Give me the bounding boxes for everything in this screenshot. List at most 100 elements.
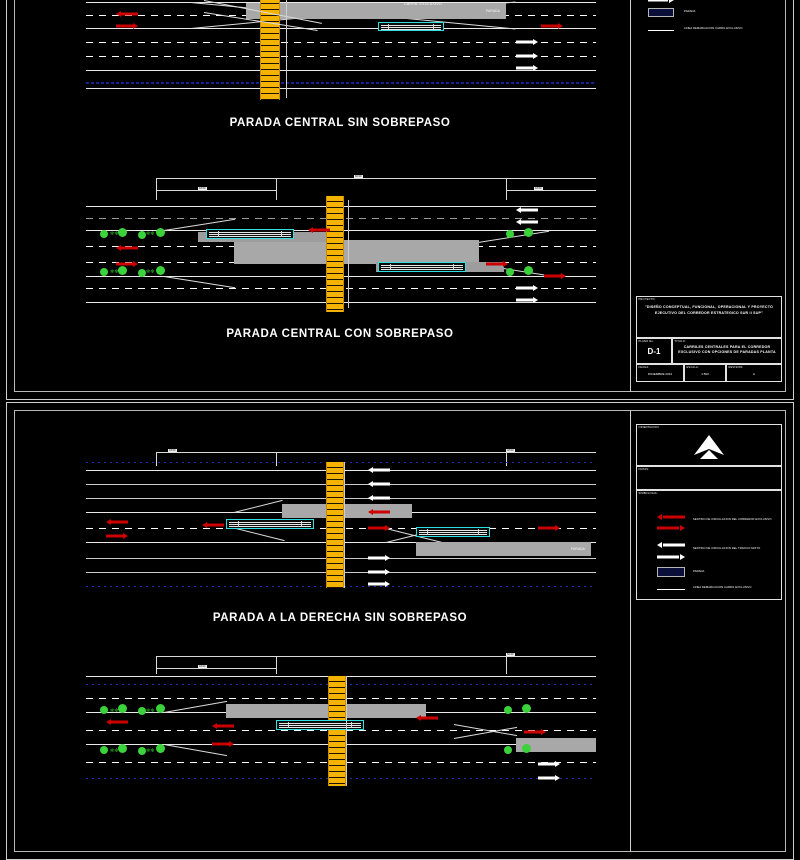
plan-2-drawing: 60.00 18.00 18.00	[86, 172, 596, 312]
corridor-arrow-red	[202, 521, 224, 529]
legend-parada-box	[648, 8, 674, 17]
dimension-line	[156, 452, 596, 453]
corridor-arrow-red	[116, 260, 138, 268]
corridor-arrow-red	[116, 22, 138, 30]
traffic-arrow-white	[538, 774, 560, 782]
traffic-arrow-white	[516, 284, 538, 292]
legend-caption: SIMBOLOGIA:	[638, 491, 658, 495]
legend-white-arrow-right	[657, 553, 685, 561]
plan-4-drawing: 18.00 60.00	[86, 652, 596, 800]
dimension-label: 60.00	[354, 175, 363, 179]
sheet-title-caption: TITULO:	[674, 339, 686, 343]
bus-vehicle	[206, 229, 294, 239]
legend-white-arrow-right	[648, 0, 674, 4]
crosswalk	[326, 462, 344, 588]
plan-no-caption: PLANO No.	[638, 339, 654, 343]
dimension-tick	[506, 452, 507, 466]
titleblock-project: PROYECTO: "DISEÑO CONCEPTUAL, FUNCIONAL,…	[636, 296, 782, 338]
chainage-line	[286, 0, 287, 98]
legend-label-parada: PARADA	[693, 570, 705, 573]
chainage-line	[346, 676, 347, 786]
titleblock-plan-no: PLANO No. D-1	[636, 338, 672, 364]
legend-parada-box	[657, 567, 685, 577]
shrub-icon: ✻✻	[146, 748, 155, 754]
corridor-arrow-red	[106, 518, 128, 526]
titleblock-scale: ESCALA: 1:500	[684, 364, 726, 382]
legend-label-demarcation: LINEA DEMARCACION CARRIL EXCLUSIVO	[693, 586, 752, 589]
dimension-tick	[156, 656, 157, 674]
shrub-icon: ✻✻	[110, 708, 119, 714]
crosswalk	[260, 0, 280, 100]
corridor-arrow-red	[116, 244, 138, 252]
shrub-icon: ✻✻	[110, 231, 119, 237]
titleblock-date: FECHA: DICIEMBRE 2014	[636, 364, 684, 382]
project-name: "DISEÑO CONCEPTUAL, FUNCIONAL, OPERACION…	[644, 305, 774, 315]
corridor-arrow-red	[544, 272, 566, 280]
dimension-line	[156, 190, 276, 191]
traffic-arrow-white	[516, 206, 538, 214]
traffic-arrow-white	[368, 480, 390, 488]
traffic-arrow-white	[516, 38, 538, 46]
revision-value: A	[752, 372, 755, 376]
dimension-tick	[506, 656, 507, 674]
chainage-line	[344, 462, 345, 588]
traffic-arrow-white	[516, 296, 538, 304]
corridor-arrow-red	[212, 740, 234, 748]
platform-parada	[226, 704, 426, 718]
revision-caption: REVISION:	[728, 365, 744, 369]
cad-drawing-page: PARADA	[6, 0, 794, 860]
traffic-arrow-white	[538, 760, 560, 768]
north-arrow-icon	[691, 433, 727, 468]
dimension-label: 18.00	[198, 187, 207, 191]
dimension-tick	[276, 656, 277, 674]
bus-lane-edge	[86, 2, 596, 3]
plan-1-drawing: PARADA	[86, 0, 596, 100]
traffic-arrow-white	[368, 568, 390, 576]
dimension-label: 18.00	[168, 449, 177, 453]
legend-white-arrow-left	[657, 541, 685, 549]
dimension-label: 18.00	[534, 187, 543, 191]
date-caption: FECHA:	[638, 365, 650, 369]
plan-1-title: PARADA CENTRAL SIN SOBREPASO	[229, 117, 451, 129]
corridor-arrow-red	[212, 722, 234, 730]
platform-label: PARADA	[570, 547, 585, 551]
callout-carril-exclusivo-2: CARRIL EXCLUSIVO	[404, 2, 442, 6]
traffic-arrow-white	[516, 218, 538, 226]
corridor-arrow-red	[486, 260, 508, 268]
corridor-arrow-red	[368, 508, 390, 516]
corridor-arrow-red	[416, 714, 438, 722]
plan-no-value: D-1	[647, 347, 661, 356]
plan-2-title: PARADA CENTRAL CON SOBREPASO	[226, 328, 454, 340]
legend-red-arrow-right	[657, 524, 685, 532]
dimension-tick	[276, 452, 277, 466]
project-caption: PROYECTO:	[638, 297, 656, 301]
sidewalk-edge	[86, 88, 596, 89]
dimension-label: 60.00	[506, 653, 515, 657]
sidewalk-line	[86, 82, 596, 84]
dimension-tick	[506, 178, 507, 200]
dimension-label: 18.00	[198, 665, 207, 669]
shrub-icon: ✻✻	[146, 231, 155, 237]
shrub-icon: ✻✻	[110, 269, 119, 275]
scale-caption: ESCALA:	[686, 365, 699, 369]
platform-parada: PARADA	[416, 542, 591, 556]
legend-panel-bottom: SIMBOLOGIA: SENTIDO DE CIRCULACION DEL C…	[636, 490, 782, 600]
corridor-arrow-red	[368, 524, 390, 532]
shrub-icon: ✻✻	[146, 708, 155, 714]
traffic-arrow-white	[368, 494, 390, 502]
legend-panel-top: SENTIDO DE CIRCULACION DEL CORREDOR EXCL…	[648, 0, 778, 40]
traffic-arrow-white	[368, 580, 390, 588]
corridor-arrow-red	[524, 728, 546, 736]
legend-line-sample	[657, 589, 685, 590]
plan-3-title: PARADA A LA DERECHA SIN SOBREPASO	[212, 612, 468, 624]
platform-parada	[234, 240, 479, 264]
crosswalk	[328, 676, 346, 786]
dimension-line	[156, 178, 596, 179]
dimension-label: 18.00	[506, 449, 515, 453]
dimension-tick	[156, 178, 157, 200]
platform-label: PARADA	[485, 9, 500, 13]
titleblock-revision: REVISION: A	[726, 364, 782, 382]
corridor-arrow-red	[538, 524, 560, 532]
bus-vehicle	[378, 22, 444, 31]
bus-lane-edge	[86, 28, 596, 29]
